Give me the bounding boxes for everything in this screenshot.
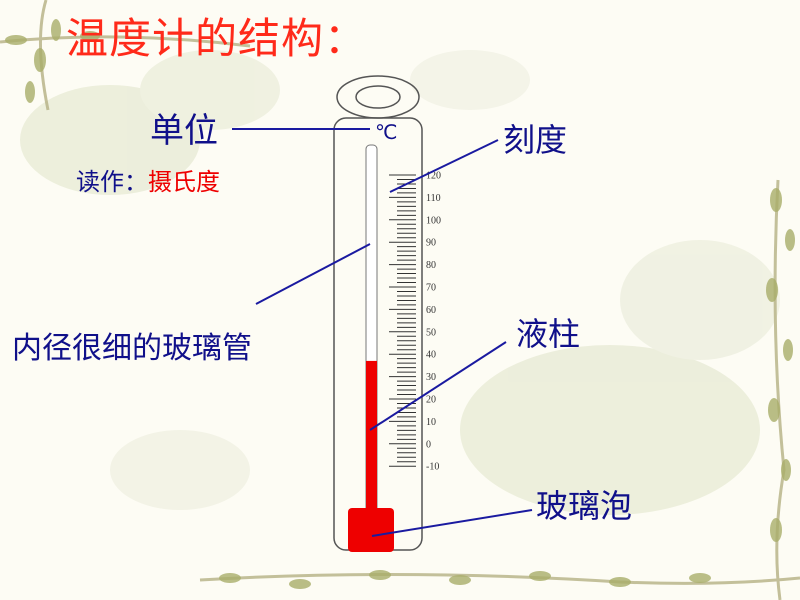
glass-bulb (348, 508, 394, 552)
reading-value: 摄氏度 (148, 168, 220, 196)
hanging-ring-icon (336, 75, 420, 119)
tick-label: 0 (426, 439, 431, 450)
celsius-unit-symbol: ℃ (375, 120, 398, 144)
tick-label: 10 (426, 417, 436, 428)
scale-leader-line (389, 139, 499, 193)
tick-label: 30 (426, 372, 436, 383)
bulb-leader-line (371, 509, 533, 537)
inner-tube-label: 内径很细的玻璃管 (12, 331, 252, 366)
column-leader-line (369, 341, 507, 431)
page-title: 温度计的结构： (66, 14, 368, 63)
tick-label: 90 (426, 238, 436, 249)
bulb-label: 玻璃泡 (536, 487, 633, 525)
tick-label: 70 (426, 283, 436, 294)
tick-label: -10 (426, 462, 439, 473)
tube-leader-line (255, 243, 371, 305)
tick-label: 40 (426, 350, 436, 361)
tick-label: 110 (426, 193, 441, 204)
tick-label: 20 (426, 395, 436, 406)
reading-note: 读作：摄氏度 (76, 170, 220, 194)
tick-label: 60 (426, 305, 436, 316)
tick-label: 80 (426, 260, 436, 271)
liquid-column (366, 360, 377, 520)
tick-label: 120 (426, 171, 441, 182)
tick-label: 100 (426, 215, 441, 226)
liquid-column-label: 液柱 (516, 315, 581, 353)
unit-label: 单位 (150, 111, 218, 151)
scale-label: 刻度 (503, 121, 568, 159)
tick-label: 50 (426, 327, 436, 338)
reading-prefix: 读作： (76, 168, 148, 196)
